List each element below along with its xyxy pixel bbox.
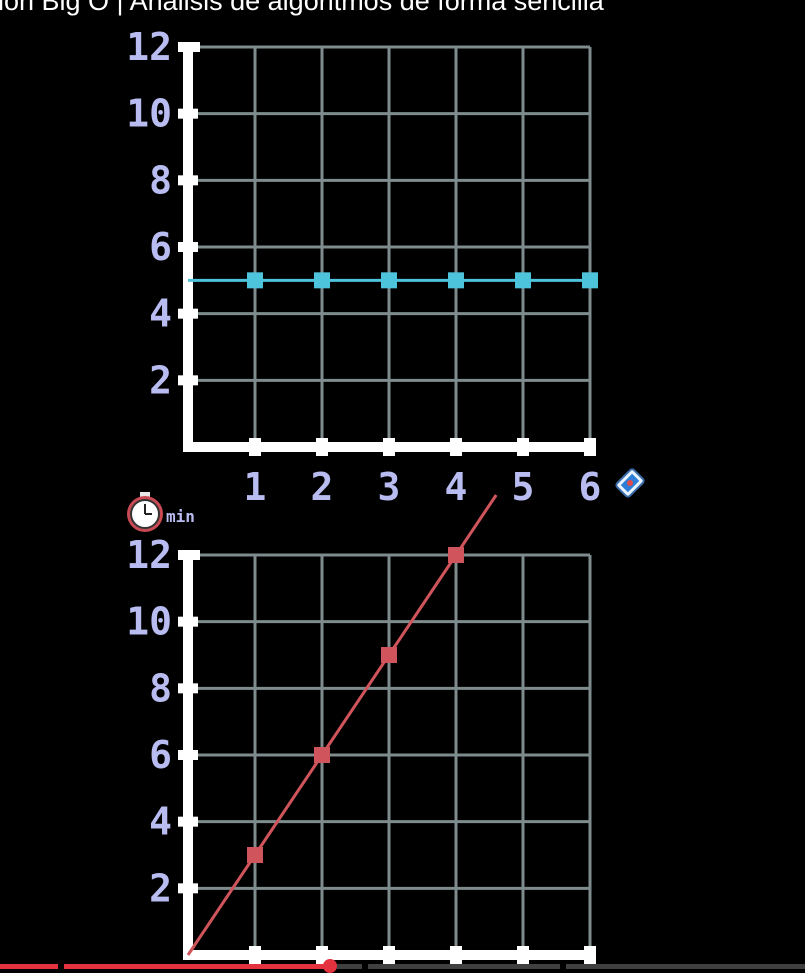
y-tick-label: 12 xyxy=(126,533,172,577)
x-tick-mark xyxy=(517,946,529,964)
axes xyxy=(178,42,596,456)
y-tick-label: 6 xyxy=(149,225,172,269)
grid xyxy=(188,45,592,447)
data-point xyxy=(247,847,263,863)
data-point xyxy=(381,272,397,289)
y-tick-label: 2 xyxy=(149,358,172,402)
data-point xyxy=(582,272,598,289)
y-tick-mark xyxy=(178,308,198,319)
data-point xyxy=(448,272,464,289)
y-tick-label: 10 xyxy=(126,92,172,136)
y-unit-label: min xyxy=(166,507,195,526)
stopwatch-icon xyxy=(127,492,163,532)
y-tick-label: 2 xyxy=(149,866,172,910)
video-seek-bar[interactable] xyxy=(0,959,805,973)
tablet-icon xyxy=(615,468,645,498)
y-tick-mark xyxy=(178,816,198,827)
y-tick-mark xyxy=(178,42,200,52)
seek-handle[interactable] xyxy=(323,959,338,973)
data-point xyxy=(448,547,464,563)
axes xyxy=(178,550,596,964)
chapter-divider xyxy=(58,964,64,969)
y-tick-label: 10 xyxy=(126,600,172,644)
series-line xyxy=(186,494,498,956)
chapter-divider xyxy=(362,964,368,969)
series-line xyxy=(186,494,498,956)
x-tick-mark xyxy=(584,438,596,456)
x-tick-mark xyxy=(517,438,529,456)
data-point xyxy=(247,272,263,289)
x-tick-mark xyxy=(450,946,462,964)
x-tick-mark xyxy=(316,438,328,456)
y-tick-labels: 2 4 6 8 10 12 xyxy=(126,533,172,910)
x-tick-mark xyxy=(249,946,261,964)
y-tick-label: 8 xyxy=(149,158,172,202)
x-tick-mark xyxy=(383,946,395,964)
grid xyxy=(188,553,592,955)
y-tick-label: 4 xyxy=(149,800,172,844)
x-tick-mark xyxy=(249,438,261,456)
x-tick-mark xyxy=(450,438,462,456)
y-tick-mark xyxy=(178,883,198,894)
y-tick-mark xyxy=(178,550,200,560)
x-tick-label: 2 xyxy=(311,465,334,509)
data-point xyxy=(515,272,531,289)
y-tick-mark xyxy=(178,175,198,186)
y-tick-label: 12 xyxy=(126,25,172,69)
x-tick-label: 1 xyxy=(244,465,267,509)
y-tick-mark xyxy=(178,242,198,252)
seek-progress xyxy=(0,964,331,969)
x-tick-mark xyxy=(383,438,395,456)
y-tick-label: 6 xyxy=(149,733,172,777)
video-title: ión Big O | Análisis de algoritmos de fo… xyxy=(0,0,604,16)
chapter-divider xyxy=(560,964,566,969)
x-tick-label: 5 xyxy=(512,465,535,509)
y-tick-mark xyxy=(178,750,198,760)
x-tick-label: 6 xyxy=(579,465,602,509)
y-tick-mark xyxy=(178,616,198,627)
y-tick-labels: 2 4 6 8 10 12 xyxy=(126,25,172,402)
x-tick-label: 3 xyxy=(378,465,401,509)
x-tick-label: 4 xyxy=(445,465,468,509)
y-tick-label: 8 xyxy=(149,666,172,710)
data-point xyxy=(314,747,330,763)
data-point xyxy=(381,647,397,663)
y-tick-mark xyxy=(178,108,198,119)
y-tick-mark xyxy=(178,375,198,386)
y-tick-mark xyxy=(178,683,198,694)
data-point xyxy=(314,272,330,289)
y-tick-label: 4 xyxy=(149,292,172,336)
x-tick-mark xyxy=(584,946,596,964)
series-line xyxy=(188,272,598,289)
